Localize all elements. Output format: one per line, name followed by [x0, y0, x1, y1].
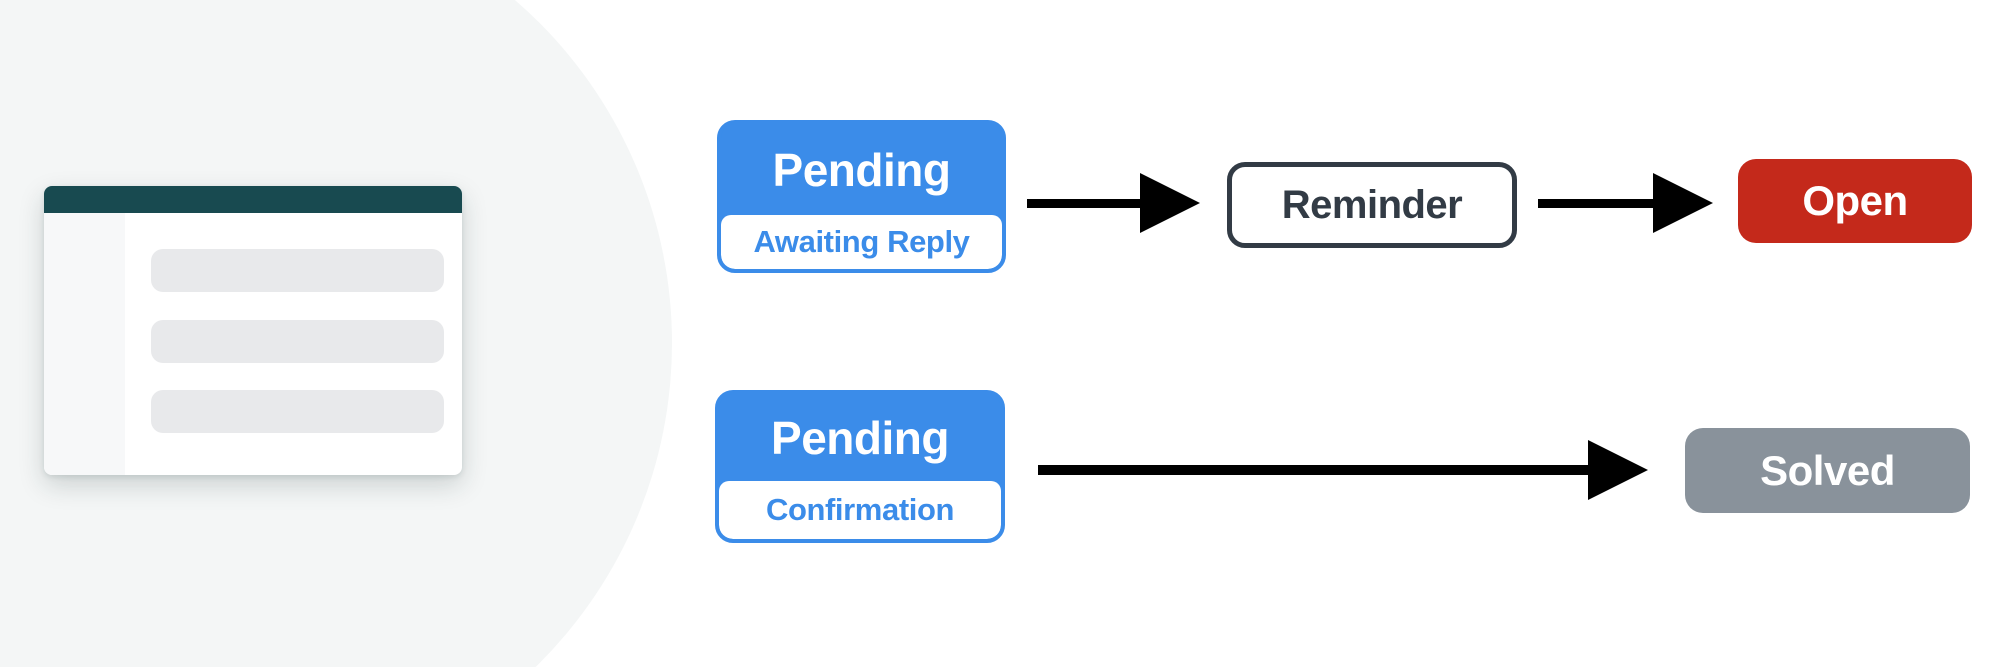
- status-badge-pending-confirmation: Pending Confirmation: [715, 390, 1005, 543]
- ticket-window-illustration: [44, 186, 462, 475]
- arrow-head: [1140, 173, 1200, 233]
- placeholder-line: [151, 249, 444, 292]
- badge-title: Pending: [771, 411, 949, 464]
- arrow-shaft: [1038, 465, 1591, 475]
- badge-subtitle: Confirmation: [719, 481, 1001, 539]
- flow-arrow-icon: [1538, 173, 1713, 233]
- badge-label: Open: [1802, 177, 1908, 224]
- status-badge-pending-awaiting-reply: Pending Awaiting Reply: [717, 120, 1006, 273]
- placeholder-line: [151, 320, 444, 363]
- flow-arrow-icon: [1038, 440, 1648, 500]
- status-badge-solved: Solved: [1685, 428, 1970, 513]
- badge-title: Pending: [772, 143, 951, 196]
- badge-label: Solved: [1760, 446, 1895, 494]
- reminder-node: Reminder: [1227, 162, 1517, 248]
- window-titlebar: [44, 186, 462, 213]
- flow-arrow-icon: [1027, 173, 1200, 233]
- window-sidebar: [44, 213, 125, 475]
- reminder-label: Reminder: [1281, 182, 1463, 227]
- badge-subtitle: Awaiting Reply: [721, 215, 1002, 269]
- arrow-head: [1653, 173, 1713, 233]
- status-badge-open: Open: [1738, 159, 1972, 243]
- placeholder-line: [151, 390, 444, 433]
- arrow-shaft: [1538, 199, 1656, 208]
- arrow-head: [1588, 440, 1648, 500]
- arrow-shaft: [1027, 199, 1143, 208]
